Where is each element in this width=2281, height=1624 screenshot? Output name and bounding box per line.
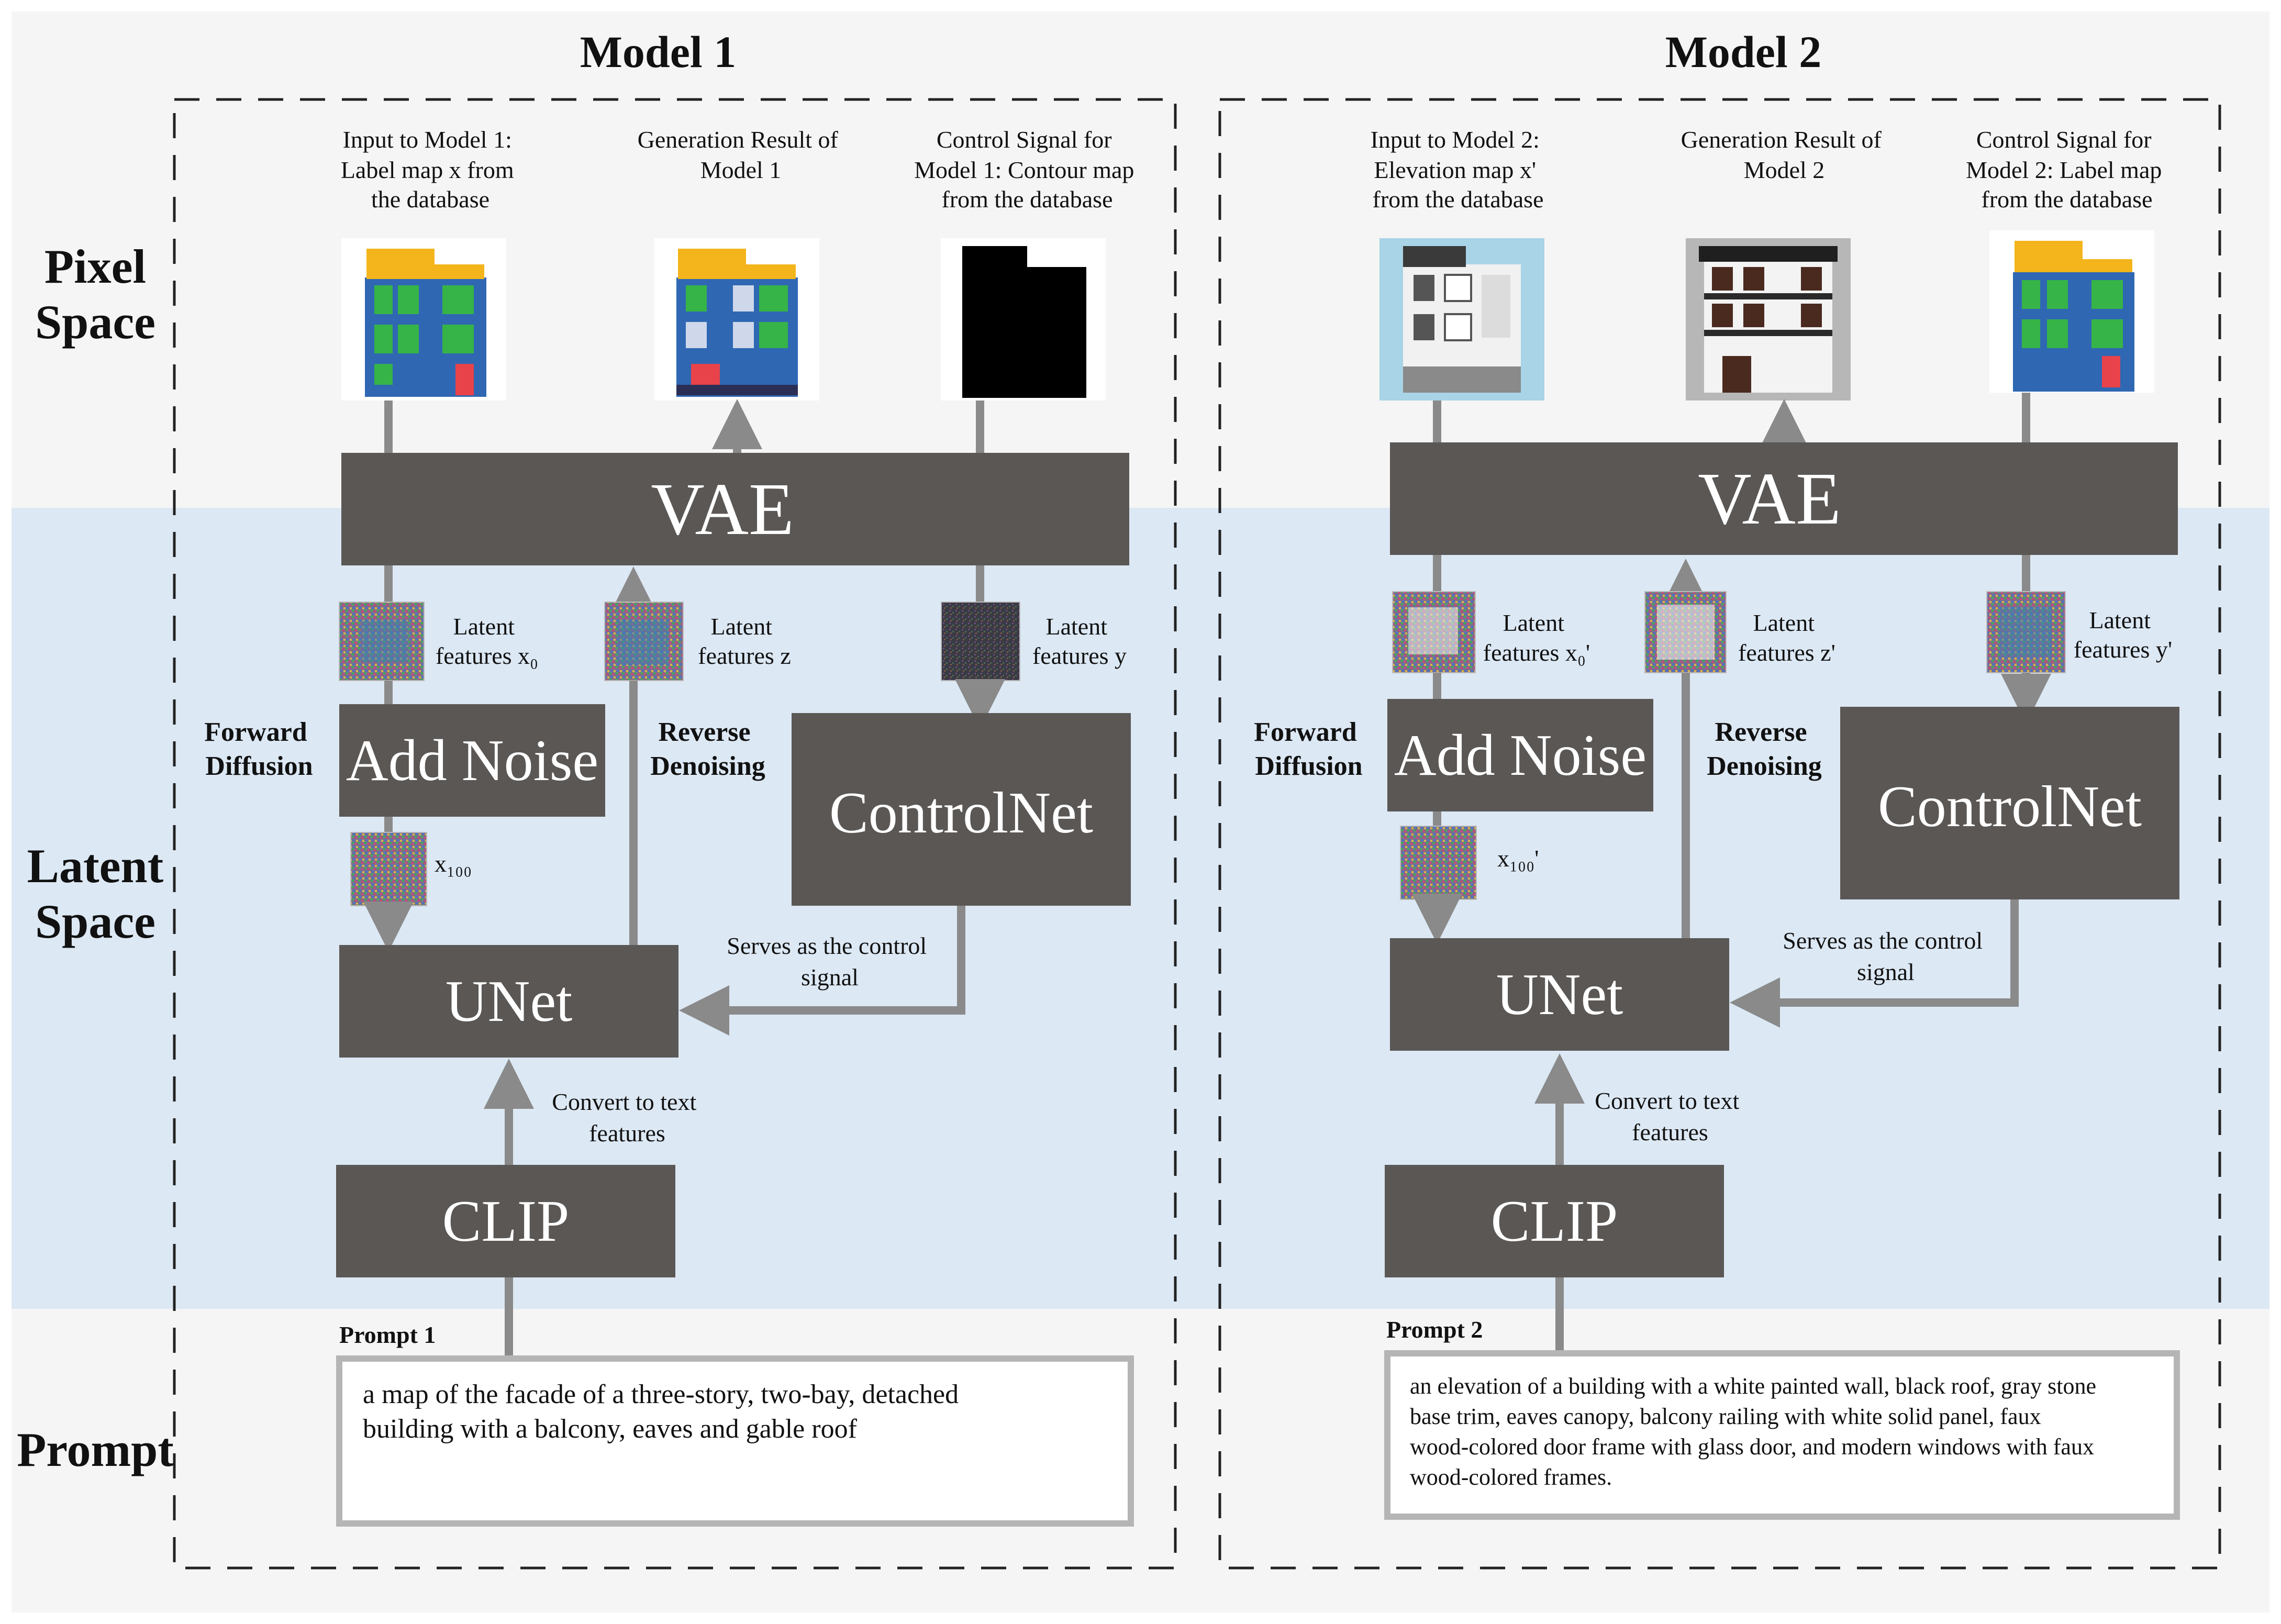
- model1-latent-x-label: Latent features x₀: [436, 613, 538, 669]
- model2-forward-diffusion-label: Forward Diffusion: [1254, 717, 1363, 781]
- model2-x100-label: x₁₀₀': [1497, 845, 1539, 872]
- model2-control-signal-label: Serves as the control signal: [1783, 927, 1988, 985]
- model1-control-caption: Control Signal for Model 1: Contour map …: [914, 126, 1140, 213]
- model1-add-noise-box: [339, 704, 605, 817]
- model2-clip-label: CLIP: [1491, 1189, 1618, 1254]
- model2-group: Model 2 Input to Model 2: Elevation map …: [1254, 27, 2180, 1520]
- model2-prompt-box: [1384, 1350, 2180, 1520]
- model2-convert-label: Convert to text features: [1595, 1087, 1745, 1145]
- model2-label-map-image: [1989, 230, 2154, 393]
- model1-unet-box: [339, 945, 678, 1058]
- model1-controlnet-box: [792, 713, 1131, 906]
- model1-input-caption: Input to Model 1: Label map x from the d…: [341, 126, 520, 213]
- model2-vae-label: VAE: [1698, 457, 1841, 540]
- model1-result-caption: Generation Result of Model 1: [638, 126, 844, 183]
- model1-control-signal-label: Serves as the control signal: [727, 932, 932, 991]
- model1-vae-label: VAE: [651, 468, 794, 550]
- model1-clip-label: CLIP: [442, 1189, 570, 1254]
- model2-generation-result-image: [1686, 238, 1851, 401]
- model2-control-caption: Control Signal for Model 2: Label map fr…: [1966, 126, 2168, 213]
- model1-group: Model 1 Input to Model 1: Label map x fr…: [204, 27, 1140, 1527]
- model1-title: Model 1: [580, 27, 737, 77]
- model2-controlnet-box: [1840, 707, 2179, 899]
- model2-vae-box: [1390, 442, 2178, 555]
- model2-elevation-map-image: [1379, 238, 1544, 401]
- model2-latent-y-label: Latent features y': [2074, 607, 2172, 663]
- model1-forward-diffusion-label: Forward Diffusion: [204, 717, 314, 781]
- model1-prompt-text: a map of the facade of a three-story, tw…: [363, 1380, 965, 1444]
- model2-unet-box: [1390, 938, 1729, 1051]
- model1-latent-x0-thumb: [339, 602, 425, 681]
- model2-title: Model 2: [1665, 27, 1822, 77]
- model2-controlnet-label: ControlNet: [1878, 774, 2142, 839]
- model1-controlnet-label: ControlNet: [829, 781, 1093, 846]
- model1-contour-map-image: [941, 238, 1106, 401]
- model2-latent-z-label: Latent features z': [1738, 609, 1835, 666]
- model1-prompt-box: [336, 1355, 1134, 1527]
- model2-add-noise-box: [1387, 699, 1653, 811]
- model1-reverse-denoising-label: Reverse Denoising: [650, 717, 765, 781]
- model1-latent-z-label: Latent features z: [698, 613, 791, 669]
- model2-clip-box: [1385, 1165, 1724, 1277]
- model2-latent-x-label: Latent features x₀': [1483, 609, 1590, 666]
- model2-result-caption: Generation Result of Model 2: [1681, 126, 1888, 183]
- model1-latent-y-thumb: [941, 602, 1020, 681]
- model1-prompt-label: Prompt 1: [339, 1321, 436, 1348]
- model2-unet-label: UNet: [1496, 962, 1623, 1027]
- section-label-prompt: Prompt: [17, 1423, 174, 1476]
- model1-label-map-image: [341, 238, 506, 401]
- model1-latent-y-label: Latent features y: [1032, 613, 1127, 669]
- model1-convert-label: Convert to text features: [552, 1088, 702, 1147]
- model2-x100-thumb: [1400, 826, 1477, 900]
- model1-generation-result-image: [654, 238, 819, 401]
- model1-clip-box: [336, 1165, 675, 1277]
- model2-prompt-text: an elevation of a building with a white …: [1410, 1373, 2102, 1490]
- model1-vae-box: [341, 453, 1129, 565]
- model2-reverse-denoising-label: Reverse Denoising: [1707, 717, 1822, 781]
- model2-input-caption: Input to Model 2: Elevation map x' from …: [1371, 126, 1546, 213]
- model2-add-noise-label: Add Noise: [1394, 723, 1646, 788]
- model2-frame: [1218, 98, 2221, 1570]
- model1-x100-label: x₁₀₀: [435, 850, 472, 877]
- model1-x100-thumb: [350, 832, 427, 906]
- model2-prompt-label: Prompt 2: [1386, 1316, 1483, 1343]
- model1-add-noise-label: Add Noise: [346, 728, 598, 793]
- model1-frame: [173, 98, 1177, 1570]
- model1-unet-label: UNet: [446, 969, 573, 1034]
